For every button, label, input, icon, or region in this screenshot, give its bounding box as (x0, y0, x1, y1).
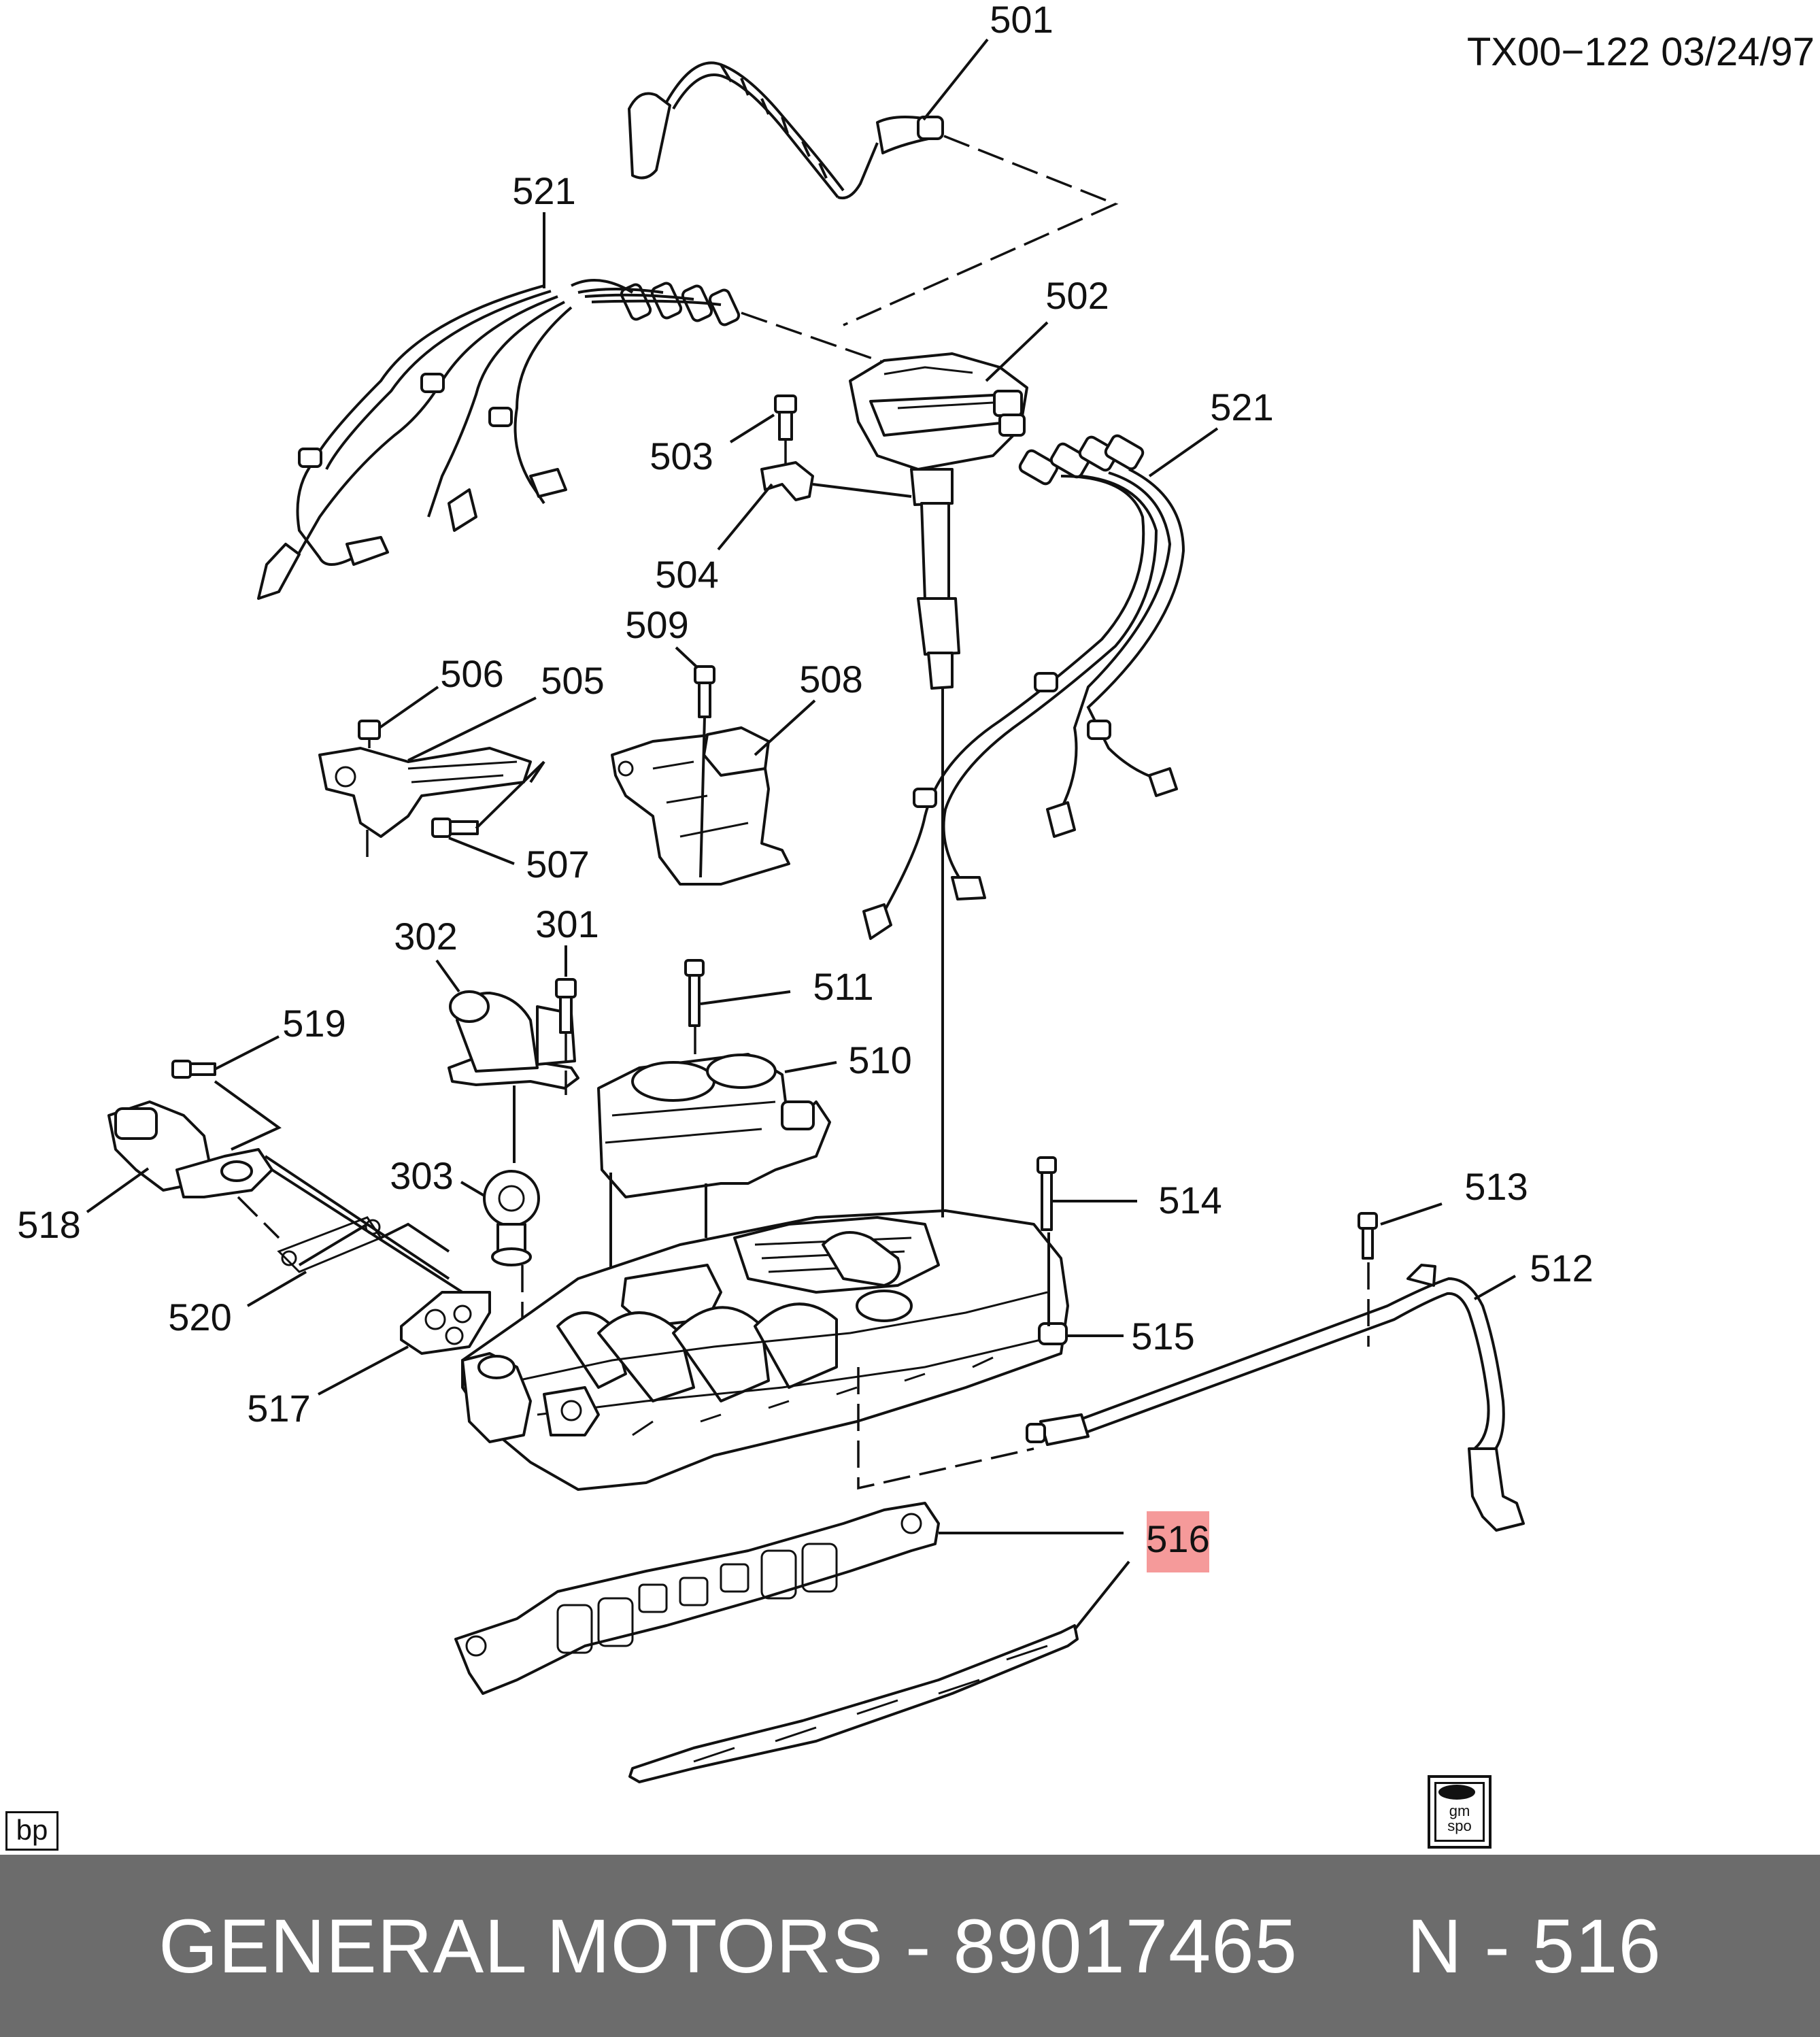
part-518-egr-valve (107, 1100, 273, 1198)
callout-516-highlight (1147, 1511, 1209, 1572)
callout-513: 513 (1464, 1165, 1528, 1208)
part-521-wire-set-right (862, 434, 1185, 940)
part-505-bracket (318, 747, 532, 838)
part-301-bolt (555, 978, 577, 1034)
callout-502: 502 (1045, 274, 1109, 317)
bp-badge: bp (5, 1811, 58, 1851)
callout-518: 518 (17, 1203, 80, 1246)
callout-515: 515 (1131, 1315, 1194, 1358)
callout-516[interactable]: 516 (1146, 1517, 1209, 1560)
part-501-coil-wire (628, 61, 944, 199)
callout-507: 507 (526, 843, 589, 886)
gm-spo-logo-oval (1438, 1785, 1475, 1800)
callout-302: 302 (394, 915, 457, 958)
callout-301: 301 (535, 903, 599, 945)
callout-511: 511 (813, 965, 873, 1008)
footer-bar: GENERAL MOTORS - 89017465 N - 516 (0, 1855, 1820, 2037)
callout-521-left: 521 (512, 169, 575, 212)
part-517-egr-adapter-gasket (400, 1291, 491, 1355)
part-521-wire-set-left (257, 279, 741, 600)
callout-519: 519 (282, 1002, 346, 1045)
part-512-fuel-line (1026, 1264, 1525, 1532)
callout-503: 503 (650, 435, 713, 477)
diagram-reference: TX00−122 03/24/97 (1467, 30, 1815, 74)
footer-part-label: GENERAL MOTORS - 89017465 N - 516 (158, 1903, 1662, 1989)
part-303-thermostat (483, 1170, 540, 1266)
parts-diagram: TX00−122 03/24/97 501 521 (17, 0, 1815, 1783)
gm-spo-logo-line2: spo (1447, 1817, 1472, 1834)
part-509-bolt (694, 665, 715, 718)
part-513-bolt (1358, 1212, 1378, 1260)
part-503-bolt (774, 394, 797, 441)
part-514-bolt (1037, 1156, 1057, 1231)
part-511-stud (684, 959, 705, 1027)
callout-505: 505 (541, 659, 604, 702)
part-519-bolt (171, 1060, 216, 1079)
callout-521-right: 521 (1210, 386, 1273, 428)
gm-spo-logo-frame (1434, 1782, 1485, 1842)
callout-510: 510 (848, 1039, 911, 1081)
callout-508: 508 (799, 658, 862, 701)
part-502-distributor (849, 352, 1028, 690)
part-507-bolt (431, 818, 479, 838)
gm-spo-logo-line1: gm (1449, 1802, 1470, 1819)
part-510-throttle-body (597, 1053, 831, 1198)
callout-520: 520 (168, 1296, 231, 1339)
part-520-egr-gasket (277, 1216, 450, 1273)
callout-517: 517 (247, 1387, 310, 1430)
part-506-nut (358, 720, 381, 740)
callout-303: 303 (390, 1154, 453, 1197)
callout-509: 509 (625, 603, 688, 646)
gm-spo-logo: gm spo (1428, 1775, 1492, 1849)
callout-512: 512 (1530, 1247, 1593, 1290)
part-302-water-outlet (448, 990, 579, 1090)
callout-501: 501 (990, 0, 1053, 41)
part-508-ignition-coil (611, 726, 790, 886)
callout-506: 506 (440, 652, 503, 695)
part-504-clamp (760, 461, 814, 501)
callout-514: 514 (1158, 1179, 1221, 1222)
callout-504: 504 (655, 553, 718, 596)
part-516-intake-gasket-set[interactable] (454, 1502, 1079, 1783)
intake-manifold (461, 1209, 1069, 1491)
